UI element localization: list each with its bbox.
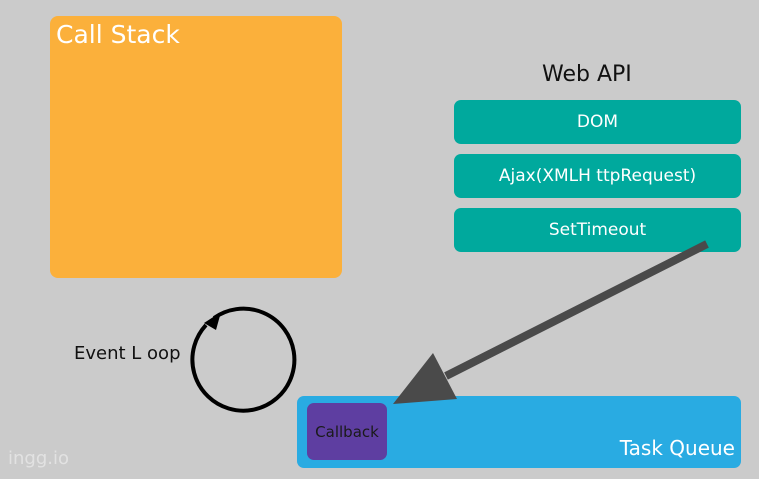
callback-label: Callback — [315, 422, 379, 441]
task-queue-box: Callback Task Queue — [297, 396, 741, 468]
watermark-text: ingg.io — [8, 448, 69, 469]
event-loop-label: Event L oop — [74, 343, 181, 364]
web-api-ajax: Ajax(XMLH ttpRequest) — [454, 154, 741, 198]
settimeout-to-callback-arrow-line — [444, 240, 709, 380]
event-loop-arrowhead-icon — [204, 312, 221, 330]
callback-box: Callback — [307, 403, 387, 460]
call-stack-title: Call Stack — [56, 20, 180, 49]
web-api-settimeout: SetTimeout — [454, 208, 741, 252]
web-api-dom-label: DOM — [576, 112, 619, 132]
web-api-title: Web API — [542, 62, 632, 87]
call-stack-box: Call Stack — [50, 16, 342, 278]
task-queue-title: Task Queue — [619, 436, 735, 460]
web-api-dom: DOM — [454, 100, 741, 144]
event-loop-circle-icon — [190, 306, 297, 413]
web-api-ajax-label: Ajax(XMLH ttpRequest) — [498, 166, 697, 186]
web-api-settimeout-label: SetTimeout — [548, 220, 647, 240]
